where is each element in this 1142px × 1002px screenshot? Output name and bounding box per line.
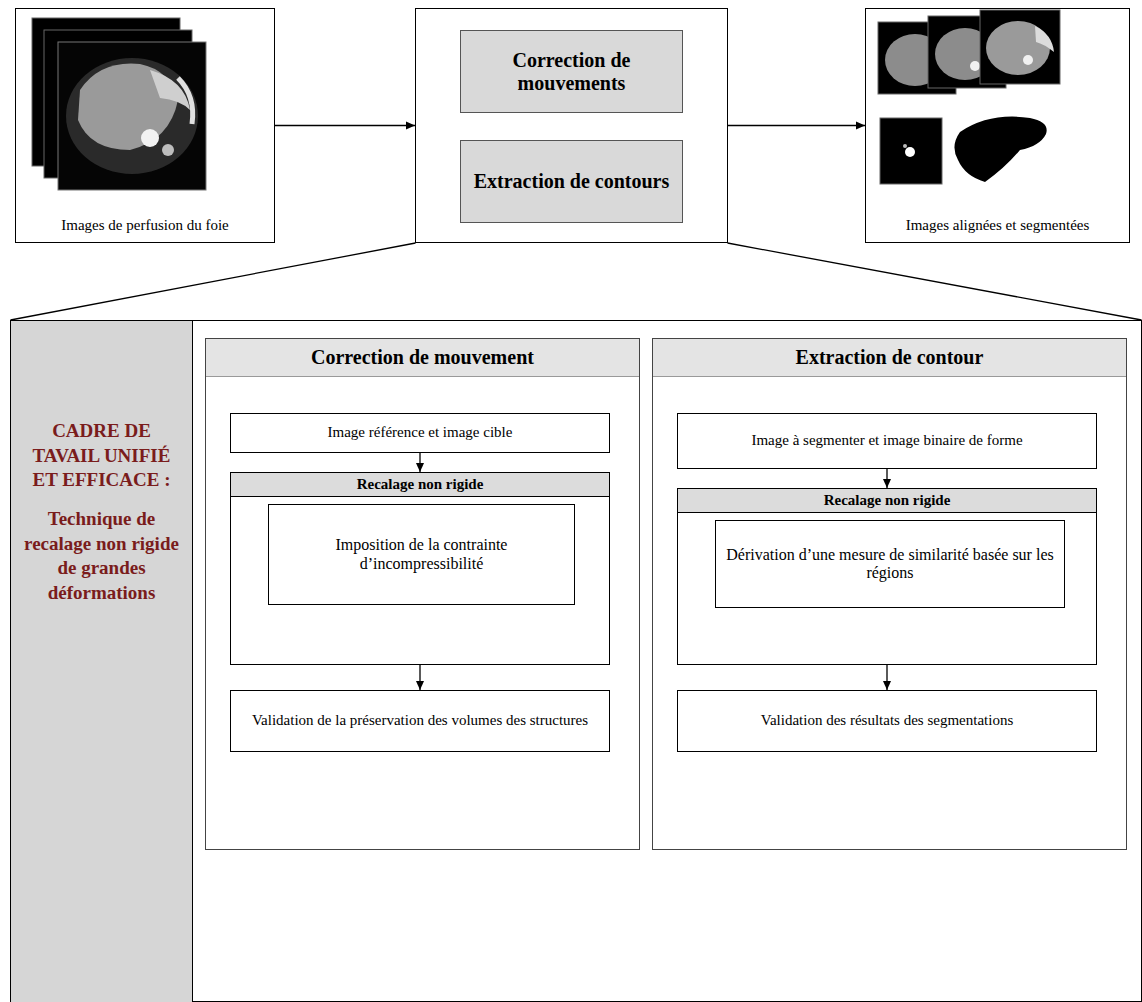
liver-silhouette [954,117,1046,182]
header-strip: Recalage non rigide [678,489,1096,513]
method-panel: Correction de mouvementImage référence e… [205,338,640,850]
perfusion-stack [32,18,206,190]
box-label: Correction de mouvements [471,49,672,95]
box-label: Validation des résultats des segmentatio… [761,712,1013,729]
input-step: Image à segmenter et image binaire de fo… [677,413,1097,469]
framework-title: CADRE DE TAVAIL UNIFIÉ ET EFFICACE : [19,419,184,493]
validation-step: Validation des résultats des segmentatio… [677,690,1097,752]
registration-box: Recalage non rigideImposition de la cont… [230,472,610,665]
box-label: Imposition de la contrainte d’incompress… [279,536,564,573]
aligned-stack [878,10,1060,94]
box-label: Image à segmenter et image binaire de fo… [751,432,1022,449]
box-label: Dérivation d’une mesure de similarité ba… [726,546,1054,583]
box-label: Image référence et image cible [328,424,513,441]
validation-step: Validation de la préservation des volume… [230,690,610,752]
zoom-line [728,243,1142,320]
step-box: Extraction de contours [460,140,683,223]
constraint-box: Imposition de la contrainte d’incompress… [268,504,575,605]
header-strip: Recalage non rigide [231,473,609,497]
flow-arrow [419,453,420,472]
panel-title: Recalage non rigide [824,492,951,509]
header-strip: Extraction de contour [653,339,1126,377]
flow-arrow [886,665,887,690]
flow-arrow [275,125,415,126]
flow-arrow [419,665,420,690]
panel-title: Extraction de contour [796,346,984,369]
similarity-box: Dérivation d’une mesure de similarité ba… [715,520,1065,608]
process-box: Correction de mouvementsExtraction de co… [415,8,728,243]
input-step: Image référence et image cible [230,413,610,453]
box-label: Validation de la préservation des volume… [252,712,588,729]
method-panel: Extraction de contourImage à segmenter e… [652,338,1127,850]
flow-arrow [886,469,887,488]
output-box: Images alignées et segmentées [865,8,1130,243]
segmented-vessel [880,118,942,184]
framework-subtitle: Technique de recalage non rigide de gran… [19,507,184,606]
panel-title: Correction de mouvement [311,346,534,369]
step-box: Correction de mouvements [460,30,683,113]
box-label: Extraction de contours [474,170,670,193]
framework-band: CADRE DE TAVAIL UNIFIÉ ET EFFICACE : Tech… [10,320,193,1002]
registration-box: Recalage non rigideDérivation d’une mesu… [677,488,1097,665]
panel-title: Recalage non rigide [357,476,484,493]
input-box: Images de perfusion du foie [15,8,275,243]
detail-panel: CADRE DE TAVAIL UNIFIÉ ET EFFICACE : Tech… [10,320,1142,1002]
zoom-line [11,243,416,320]
box-label: Images de perfusion du foie [61,217,228,234]
flow-arrow [728,125,865,126]
header-strip: Correction de mouvement [206,339,639,377]
box-label: Images alignées et segmentées [906,217,1090,234]
